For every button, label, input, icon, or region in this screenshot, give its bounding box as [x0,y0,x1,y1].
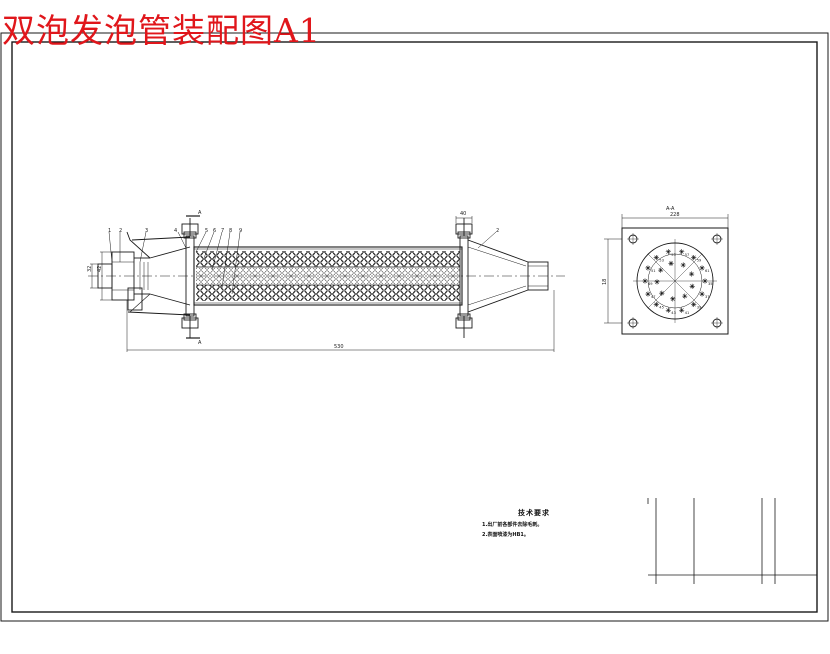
hole-label: 41 [685,311,690,315]
callout-5: 5 [205,228,208,234]
hole-mark [645,291,651,297]
hole-mark [668,260,674,267]
callout-2: 2 [119,228,122,234]
hole-mark [654,279,660,285]
dim-section-height: 18 [602,279,608,285]
hole-pattern [642,249,708,313]
hole-label: 47 [651,295,656,299]
inlet-connector [97,251,150,311]
dim-left-b: 42 [97,266,103,272]
section-dimensions [604,214,729,324]
hole-label: 39 [697,306,702,310]
callout-3: 3 [145,228,148,234]
hole-label: 49 [648,282,653,286]
dim-left-a: 32 [87,266,93,272]
hole-mark [658,267,664,273]
hole-mark [653,301,659,308]
cut-label-bottom: A [198,340,202,346]
callout-8: 8 [229,228,232,234]
hole-label: 45 [659,306,664,310]
outlet-cone [467,239,549,313]
hole-label: 37 [705,295,710,299]
hole-mark [699,265,705,271]
callout-1: 1 [108,228,111,234]
hole-label: 35 [708,282,713,286]
hole-mark [653,254,659,261]
hole-mark [691,254,697,261]
foam-tube-body [193,246,463,306]
tech-req-item-2: 2.表面喷漆为HB1。 [482,532,529,538]
cut-label-top: A [198,210,202,216]
hole-label: 51 [651,269,656,273]
hole-mark [665,249,671,255]
callout-4: 4 [174,228,177,234]
hole-mark [679,249,685,255]
hole-mark [702,278,708,284]
hole-mark [670,296,676,302]
hole-mark [642,278,648,284]
inlet-cone [126,231,191,316]
hole-label: 61 [705,269,710,273]
drawing-title: 双泡发泡管装配图A1 [2,11,321,50]
hole-mark [689,283,695,289]
hole-mark [665,307,671,313]
hole-label: 43 [671,311,676,315]
section-view-labels: A-A 228 18 [602,206,680,285]
hole-mark [682,293,688,299]
hole-mark [659,290,665,296]
hole-label: 59 [697,259,702,263]
main-assembly-view [88,215,565,352]
dim-top-right: 40 [460,211,466,217]
main-view-labels: 1 2 3 4 5 6 7 8 9 2 A A 530 32 42 40 [87,210,499,350]
hole-mark [691,301,697,308]
hole-mark [688,271,695,277]
hole-mark [699,291,705,297]
section-view-aa [604,214,729,335]
dimension-lines [90,215,555,352]
tech-req-heading: 技术要求 [518,509,550,517]
technical-requirements: 技术要求 1.出厂前各部件去除毛刺。 2.表面喷漆为HB1。 [482,508,592,538]
sheet-border [0,32,829,622]
callout-6: 6 [213,228,216,234]
dim-section-width: 228 [670,212,680,218]
callout-leaders [108,231,497,295]
title-block [647,498,817,584]
hole-labels: 35 37 39 41 43 45 47 49 51 53 55 57 59 61 [648,253,713,315]
callout-2-right: 2 [496,228,499,234]
tech-req-item-1: 1.出厂前各部件去除毛刺。 [482,522,543,528]
hole-mark [680,262,686,268]
left-flange [181,218,199,338]
corner-bolt-holes [627,233,723,329]
hole-label: 57 [685,253,690,257]
callout-9: 9 [239,228,242,234]
hole-label: 55 [671,253,676,257]
right-flange [455,218,473,338]
dim-total-length: 530 [334,344,344,350]
hole-label: 53 [659,259,664,263]
hole-mark [645,265,651,271]
section-label: A-A [666,206,675,212]
hole-mark [679,307,685,313]
callout-7: 7 [221,228,224,234]
